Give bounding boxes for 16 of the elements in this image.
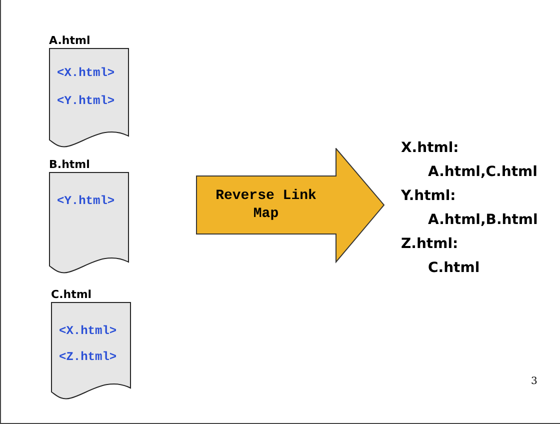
file-name: B.html [49,158,90,171]
referrer-list: C.html [428,260,480,276]
arrow-label: Reverse Link Map [214,187,318,223]
file-name: C.html [51,288,92,301]
file-name: Z.html: [401,236,458,252]
page-number: 3 [531,376,538,387]
file-name: A.html [49,34,90,47]
link-text: <Y.html> [57,94,115,108]
referrer-list: A.html,B.html [428,212,538,228]
link-text: <Y.html> [57,194,115,208]
file-name: X.html: [401,140,459,156]
link-text: <X.html> [59,324,117,338]
link-text: <Z.html> [59,350,117,364]
link-text: <X.html> [57,66,115,80]
file-name: Y.html: [401,188,456,204]
referrer-list: A.html,C.html [428,164,538,180]
